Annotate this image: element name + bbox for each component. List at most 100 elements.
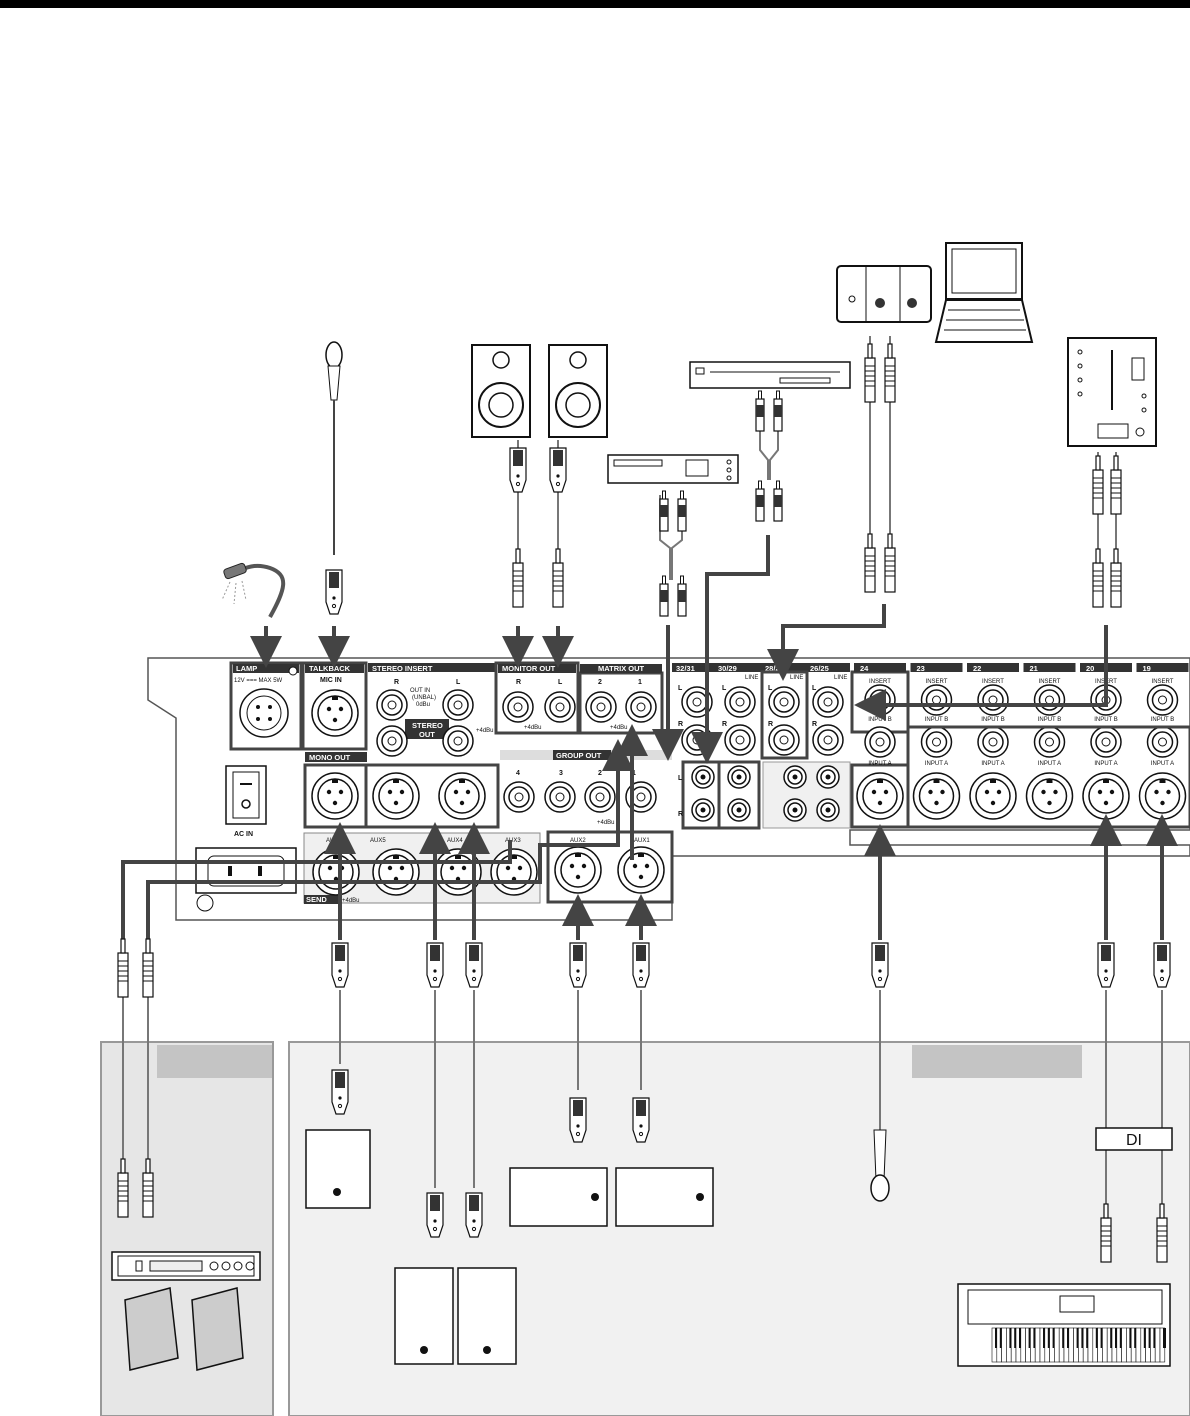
ch28-l-jack: [768, 686, 800, 718]
group-4-label: 4: [516, 770, 520, 777]
talkback-section: TALKBACK MIC IN: [301, 661, 368, 751]
matrix-level-label: +4dBu: [610, 725, 628, 731]
stereo-insert-label: STEREO INSERT: [372, 664, 433, 673]
ch30-r-jack: [724, 724, 756, 756]
synth-black-key: [995, 1328, 998, 1348]
synth-key: [1068, 1327, 1074, 1363]
aux1-xlr-plug: [632, 942, 650, 988]
synth-black-key: [1148, 1328, 1152, 1348]
insert-jack[interactable]: [1146, 684, 1179, 716]
mono-out-socket: [311, 772, 359, 820]
input-b-label: INPUT B: [925, 717, 949, 723]
monitor-l-jack: [544, 691, 576, 723]
amp-jack-plug-2: [142, 938, 154, 998]
channel-number: 19: [1143, 664, 1151, 673]
input-b-jack[interactable]: [977, 726, 1009, 758]
group-2-label: 2: [598, 770, 602, 777]
monitor-l-xlr-plug: [549, 447, 567, 493]
floor-mon-plug-2: [465, 1192, 483, 1238]
input-a-socket[interactable]: [1025, 772, 1074, 820]
matrix-2-jack: [585, 691, 617, 723]
matrix-1-label: 1: [638, 679, 642, 686]
input-a-socket[interactable]: [1082, 772, 1130, 820]
send-label: SEND: [306, 895, 327, 904]
left-zone-header: [157, 1045, 272, 1078]
synth-black-key: [1086, 1328, 1090, 1348]
ch-26-25-label: 26/25: [810, 664, 829, 673]
matrix-1-jack: [625, 691, 657, 723]
synth-black-key: [1110, 1328, 1114, 1348]
gooseneck-lamp-icon: [221, 562, 286, 618]
input-a-label: INPUT A: [1094, 761, 1117, 767]
stereo-out-r-jack: [376, 725, 408, 757]
cd-rca-plug-r: [677, 490, 687, 532]
synth-black-key: [1076, 1328, 1080, 1348]
synth-black-key: [999, 1328, 1003, 1348]
install-speaker-left-icon: [124, 1287, 179, 1371]
input-a-label: INPUT A: [981, 761, 1004, 767]
monitor-l-label: L: [558, 679, 563, 686]
input-a-socket[interactable]: [856, 772, 904, 820]
synth-key: [1102, 1327, 1108, 1363]
bottom-cables: [121, 724, 1178, 940]
channel-number: 24: [860, 664, 869, 673]
dj-jack-plug-1: [1092, 455, 1104, 515]
synth-black-key: [1028, 1328, 1032, 1348]
stereo-out-label: STEREO: [412, 721, 443, 730]
stereo-insert-section: STEREO INSERT R L OUT IN (UNBAL) 0dBu ST…: [368, 663, 496, 757]
input-a-socket[interactable]: [969, 772, 1017, 820]
aux2-socket: [554, 846, 602, 894]
iface-jack-plug-4: [884, 533, 896, 593]
ch26-l-label: L: [812, 685, 817, 692]
input-a-socket[interactable]: [1138, 772, 1187, 820]
aux5-label: AUX5: [370, 838, 386, 844]
insert-jack[interactable]: [864, 684, 896, 716]
subwoofer-icon: [305, 1129, 371, 1209]
input-a-label: INPUT A: [925, 761, 948, 767]
insert-label: INSERT: [869, 679, 891, 685]
input-a-socket[interactable]: [912, 772, 961, 820]
dj-jack-plug-2: [1110, 455, 1122, 515]
aux5-socket: [372, 848, 420, 896]
rca-ch26-r: [816, 798, 840, 822]
power-amp-icon: [111, 1251, 261, 1281]
aux2-label: AUX2: [570, 838, 586, 844]
rca-ch32-r: [691, 798, 715, 822]
input-b-jack[interactable]: [1090, 726, 1122, 758]
insert-jack[interactable]: [977, 684, 1009, 716]
amp-jack-plug-1: [117, 938, 129, 998]
rca-ch32-l: [691, 765, 715, 789]
cd-rca-plug-l: [659, 490, 669, 532]
audio-interface-icon: [836, 265, 932, 323]
input-b-jack[interactable]: [1033, 726, 1066, 758]
mic-in-label: MIC IN: [320, 677, 342, 684]
rca-ch30-r: [727, 798, 751, 822]
ch26-l-jack: [812, 686, 844, 718]
input-b-jack[interactable]: [864, 726, 896, 758]
mono-stereo-xlr-section: MONO OUT: [303, 752, 500, 829]
input-b-jack[interactable]: [920, 726, 953, 758]
lamp-label: LAMP: [236, 664, 257, 673]
synth-black-key: [1067, 1328, 1070, 1348]
di-label: DI: [1126, 1132, 1142, 1149]
cd-rca-plug-r2: [677, 575, 687, 617]
talkback-mic-icon: [325, 341, 343, 555]
aux5-xlr-plug: [426, 942, 444, 988]
insert-label: INSERT: [926, 679, 948, 685]
ch30-l-label: L: [722, 685, 727, 692]
channel-number: 22: [973, 664, 981, 673]
mono-out-label: MONO OUT: [309, 753, 351, 762]
stereo-out-r-socket: [372, 772, 420, 820]
insert-jack[interactable]: [920, 684, 953, 716]
input-a-label: INPUT A: [1038, 761, 1061, 767]
input-b-jack[interactable]: [1146, 726, 1179, 758]
channel-number: 23: [917, 664, 925, 673]
talkback-mic-socket: [311, 689, 359, 737]
synth-key: [1135, 1327, 1142, 1363]
aux3-label: AUX3: [505, 838, 521, 844]
rca-r-label: R: [678, 811, 683, 818]
insert-jack[interactable]: [1033, 684, 1066, 716]
channel-header: [1136, 663, 1189, 672]
dvd-rca-plug-l2: [755, 480, 765, 522]
